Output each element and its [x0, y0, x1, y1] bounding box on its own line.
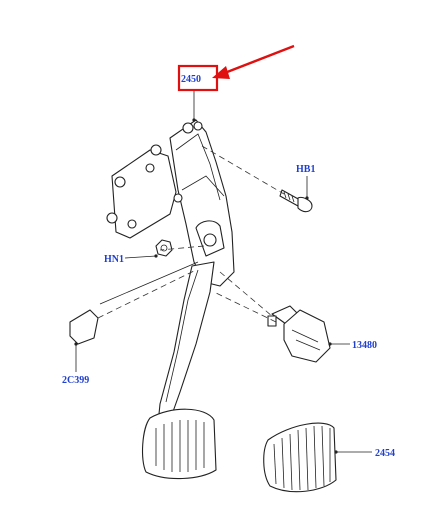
callout-bolt: HB1: [296, 164, 315, 175]
highlight-arrow-head: [212, 66, 230, 79]
nut-part: [155, 239, 173, 257]
callout-switch: 13480: [352, 340, 377, 351]
callout-nut: HN1: [104, 254, 124, 265]
assembly-lines: [97, 145, 285, 323]
callout-pedal-pad: 2454: [375, 448, 395, 459]
callout-pad-cover: 2C399: [62, 375, 89, 386]
pad-cover-part: [69, 309, 99, 345]
pedal-bracket-assembly: [106, 119, 235, 480]
bolt-part: [279, 189, 313, 213]
callout-pedal-box: 2450: [181, 74, 201, 85]
highlight-arrow: [221, 44, 295, 76]
switch-part: [267, 305, 331, 363]
highlight-annotation: [177, 44, 295, 92]
pedal-pad-part: [263, 422, 337, 493]
leader-lines: [74, 90, 372, 454]
